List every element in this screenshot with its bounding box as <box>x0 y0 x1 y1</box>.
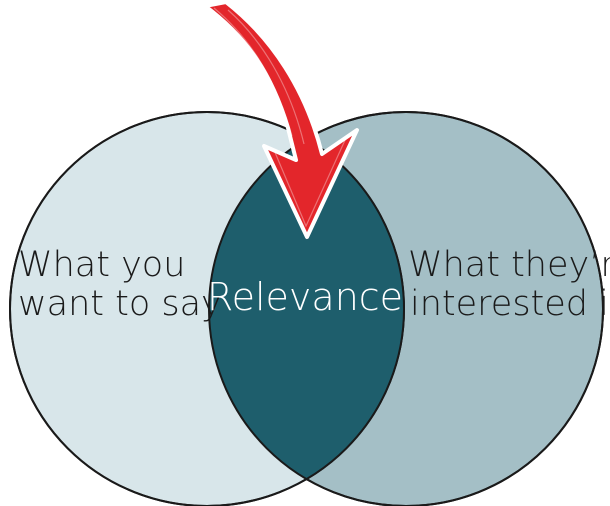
right-circle-label: What they’re interested in <box>408 245 610 324</box>
curved-arrow-icon <box>203 0 359 239</box>
right-circle-outline <box>208 111 604 506</box>
overlap-label: Relevance <box>207 275 403 319</box>
left-circle-label: What you want to say <box>18 245 222 324</box>
left-circle-outline <box>9 111 405 506</box>
